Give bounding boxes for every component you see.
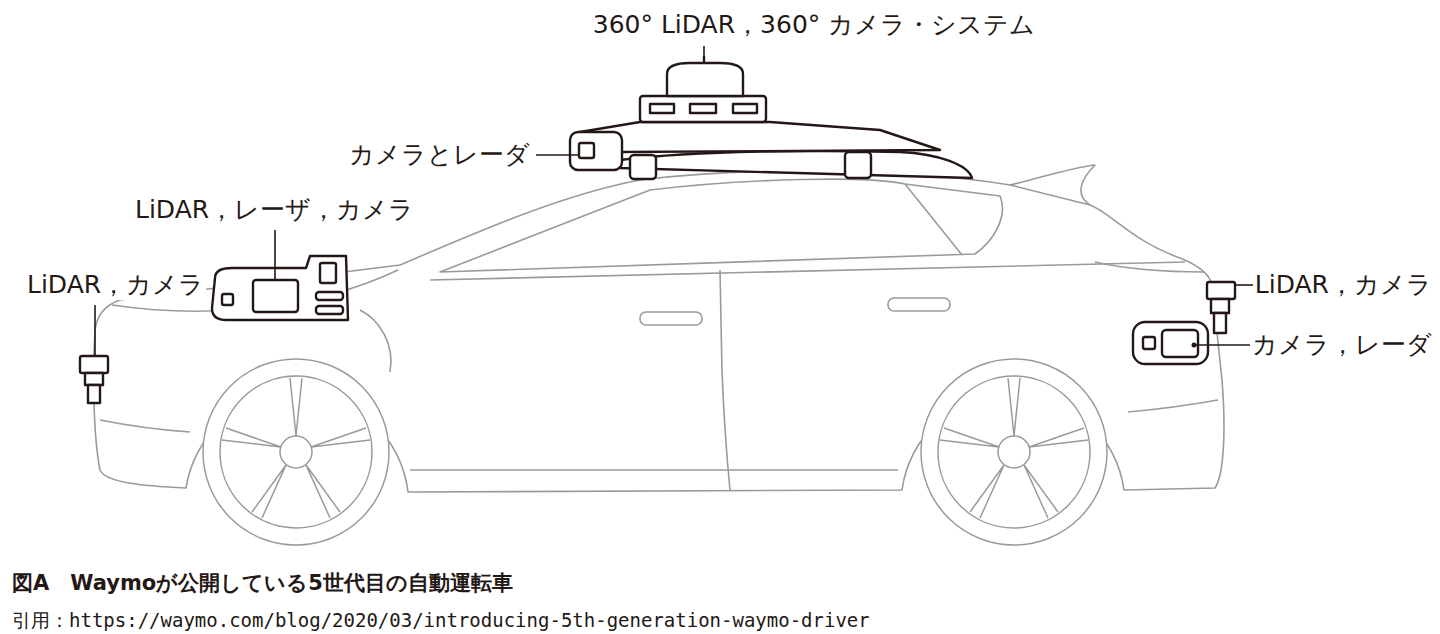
side-window — [440, 179, 1002, 272]
spoke — [1008, 378, 1020, 436]
rear-camera-lens — [1143, 337, 1155, 349]
spoke — [222, 428, 281, 447]
rear-wheel — [921, 359, 1107, 545]
leader-line — [703, 46, 705, 56]
spoke — [252, 465, 286, 518]
front-lidar-neck — [85, 373, 103, 385]
spoke — [1029, 428, 1088, 447]
pod-camera — [222, 294, 233, 305]
roof-platform — [580, 122, 940, 152]
rocker-line — [410, 469, 898, 471]
pod-slot — [316, 306, 343, 314]
fender-sensor-pod — [212, 256, 348, 320]
spoiler — [1010, 165, 1095, 205]
rear-bumper-line — [1128, 400, 1218, 412]
hub — [998, 436, 1030, 468]
front-bumper-line — [100, 420, 190, 432]
door-handle — [640, 312, 702, 325]
spoke — [1024, 465, 1058, 518]
door-handle — [888, 298, 950, 311]
rear-camera-radar — [1133, 322, 1208, 364]
leader-line — [94, 305, 96, 356]
spoke — [290, 378, 302, 436]
rim — [220, 376, 372, 528]
sensor-label: LiDAR，カメラ — [1253, 270, 1434, 300]
spoke — [970, 465, 1004, 518]
lidar-band — [640, 96, 766, 122]
camera-lens — [579, 143, 594, 158]
pod-lidar — [253, 280, 298, 312]
sensors — [80, 56, 1235, 403]
roof-camera-radar — [570, 132, 622, 170]
leader-line — [536, 154, 579, 156]
front-wheel — [203, 359, 389, 545]
sensor-label: LiDAR，カメラ — [25, 270, 206, 300]
beltline — [430, 262, 1185, 280]
spoke — [306, 465, 340, 518]
spoke — [940, 428, 999, 447]
lidar-window — [733, 104, 757, 113]
lidar-window — [690, 104, 716, 113]
rear-lidar-base — [1214, 313, 1226, 333]
source-citation: 引用：https://waymo.com/blog/2020/03/introd… — [10, 605, 872, 634]
figure-caption: 図A Waymoが公開している5世代目の自動運転車 — [12, 568, 513, 598]
spokes — [222, 378, 370, 518]
fender-panel — [360, 310, 391, 372]
front-lidar-base — [88, 385, 100, 403]
roof-mount — [630, 155, 656, 179]
roof-rail — [620, 151, 972, 178]
spoke — [311, 428, 370, 447]
pod-laser — [320, 263, 336, 283]
rim — [938, 376, 1090, 528]
window-pillar — [905, 184, 962, 255]
tire — [203, 359, 389, 545]
pod-slot — [316, 292, 343, 300]
door-seam — [720, 270, 730, 490]
sensor-label: 360° LiDAR，360° カメラ・システム — [591, 10, 1038, 40]
spokes — [940, 378, 1088, 518]
rear-lidar-neck — [1211, 299, 1229, 313]
lidar-dome — [667, 63, 743, 96]
hub — [280, 436, 312, 468]
rear-radar-panel — [1162, 330, 1198, 357]
leader-line — [274, 230, 276, 280]
leader-dot — [1192, 343, 1197, 348]
front-lidar — [80, 356, 108, 373]
taillight-line — [1095, 262, 1205, 272]
sensor-label: カメラ，レーダ — [1250, 330, 1434, 360]
lidar-window — [650, 104, 674, 113]
roof-mount — [845, 152, 871, 178]
rear-lidar — [1207, 282, 1235, 299]
leader-line — [1194, 344, 1256, 346]
tire — [921, 359, 1107, 545]
sensor-label: LiDAR，レーザ，カメラ — [133, 195, 416, 225]
sensor-label: カメラとレーダ — [347, 140, 532, 170]
dome-stub — [703, 56, 705, 63]
leader-lines — [95, 46, 1256, 356]
